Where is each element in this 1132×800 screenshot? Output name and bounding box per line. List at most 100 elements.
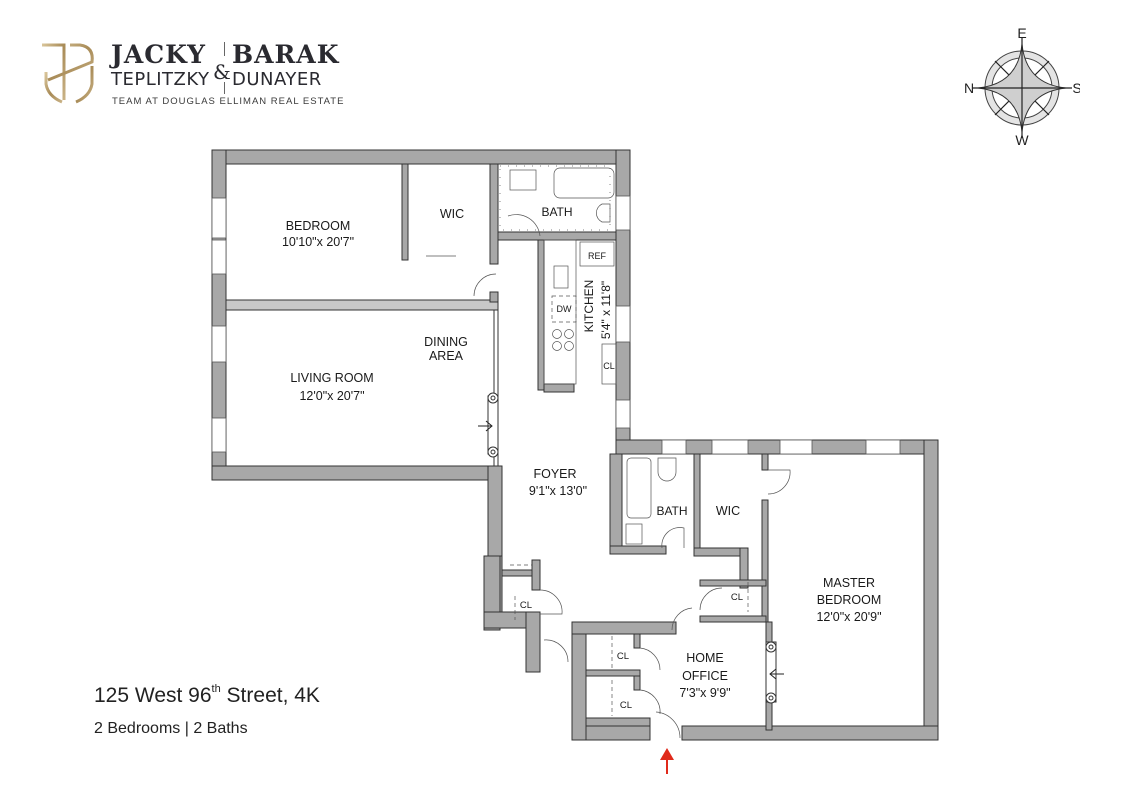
room-label-closet-master: CL	[731, 592, 743, 603]
bath-sink	[625, 523, 643, 545]
address-street-rest: Street, 4K	[220, 684, 320, 707]
wall	[923, 439, 939, 741]
room-dims-foyer: 9'1"x 13'0"	[529, 484, 587, 498]
wall	[585, 669, 641, 677]
bathtub	[626, 457, 652, 519]
room-label-closet-office-2: CL	[620, 700, 632, 711]
room-label-foyer: FOYER	[533, 467, 576, 481]
wall	[693, 453, 701, 555]
wall	[489, 163, 499, 265]
door-swing	[767, 469, 791, 495]
brand-first-name-1: JACKY	[111, 40, 207, 69]
brand-last-name-1: TEPLITZKY	[111, 69, 210, 90]
wall	[537, 237, 545, 391]
toilet	[596, 203, 611, 223]
window	[661, 439, 687, 455]
wall	[211, 465, 503, 481]
wall	[225, 299, 499, 311]
room-label-dw: DW	[557, 304, 572, 314]
compass-rose-icon: E S W N	[964, 28, 1080, 146]
door-swing	[543, 639, 569, 663]
brand-divider	[224, 42, 225, 56]
wall	[543, 383, 575, 393]
wall	[571, 621, 587, 741]
room-label-bath: BATH	[541, 205, 572, 219]
room-dims-office: 7'3"x 9'9"	[679, 686, 730, 700]
wall	[739, 547, 749, 589]
door-swing	[473, 273, 497, 297]
entrance-arrow-icon	[660, 748, 674, 774]
room-dims-master: 12'0"x 20'9"	[816, 610, 881, 624]
wall	[609, 545, 667, 555]
wall	[531, 559, 541, 591]
wall	[483, 611, 529, 629]
room-label-master-line1: MASTER	[823, 576, 875, 590]
wall	[609, 453, 623, 555]
wall	[211, 149, 631, 165]
bath-sink	[509, 169, 537, 191]
room-label-dining-line1: DINING	[424, 335, 468, 349]
room-label-living-room: LIVING ROOM	[290, 371, 373, 385]
room-label-office-line2: OFFICE	[682, 669, 728, 683]
door-swing	[639, 689, 661, 715]
room-label-bedroom: BEDROOM	[286, 219, 351, 233]
brand-tagline: TEAM AT DOUGLAS ELLIMAN REAL ESTATE	[112, 96, 345, 107]
wall	[699, 615, 767, 623]
window	[711, 439, 749, 455]
brand-last-name-2: DUNAYER	[232, 69, 322, 90]
room-label-bath-2: BATH	[656, 504, 687, 518]
compass-label-top: E	[1017, 28, 1026, 41]
room-label-master-line2: BEDROOM	[817, 593, 882, 607]
wall	[761, 453, 769, 471]
compass-label-bottom: W	[1015, 132, 1029, 146]
wall	[497, 231, 617, 241]
window	[615, 305, 631, 343]
door-swing	[655, 711, 681, 739]
toilet	[657, 457, 677, 482]
door-swing	[507, 214, 541, 237]
room-label-kitchen: KITCHEN	[582, 280, 596, 333]
room-label-ref: REF	[588, 251, 607, 261]
wall	[493, 309, 499, 467]
compass-label-right: S	[1072, 80, 1080, 96]
wall	[401, 163, 409, 261]
wall	[681, 725, 939, 741]
wall	[571, 621, 677, 635]
room-dims-living-room: 12'0"x 20'7"	[299, 389, 364, 403]
window	[211, 197, 227, 239]
room-label-closet-foyer: CL	[520, 600, 532, 611]
window	[211, 417, 227, 453]
window	[615, 195, 631, 231]
listing-summary: 2 Bedrooms | 2 Baths	[94, 720, 248, 737]
kitchen-closet	[601, 343, 617, 385]
wall	[615, 149, 631, 441]
address-ordinal-suffix: th	[211, 683, 221, 695]
room-label-office-line1: HOME	[686, 651, 724, 665]
door-swing	[661, 527, 685, 549]
wall	[693, 547, 745, 557]
kitchen-counter	[543, 239, 577, 385]
wall	[699, 579, 767, 587]
wall	[487, 465, 503, 557]
kitchen-sink	[553, 265, 569, 289]
wall	[585, 717, 651, 727]
wall	[633, 633, 641, 649]
window	[779, 439, 813, 455]
door-swing	[671, 607, 693, 631]
listing-address: 125 West 96th Street, 4K	[94, 683, 320, 708]
wall	[501, 569, 537, 577]
refrigerator	[579, 241, 615, 267]
room-label-wic-2: WIC	[716, 504, 740, 518]
arrow-left-icon	[769, 668, 784, 680]
jb-monogram-icon	[42, 43, 94, 104]
door-swing	[539, 589, 563, 615]
dishwasher	[551, 295, 577, 323]
room-dims-bedroom: 10'10"x 20'7"	[282, 235, 354, 249]
window	[211, 239, 227, 275]
room-label-closet-office-1: CL	[617, 651, 629, 662]
door-swing	[639, 647, 661, 671]
wall	[489, 291, 499, 303]
window	[211, 325, 227, 363]
window	[865, 439, 901, 455]
